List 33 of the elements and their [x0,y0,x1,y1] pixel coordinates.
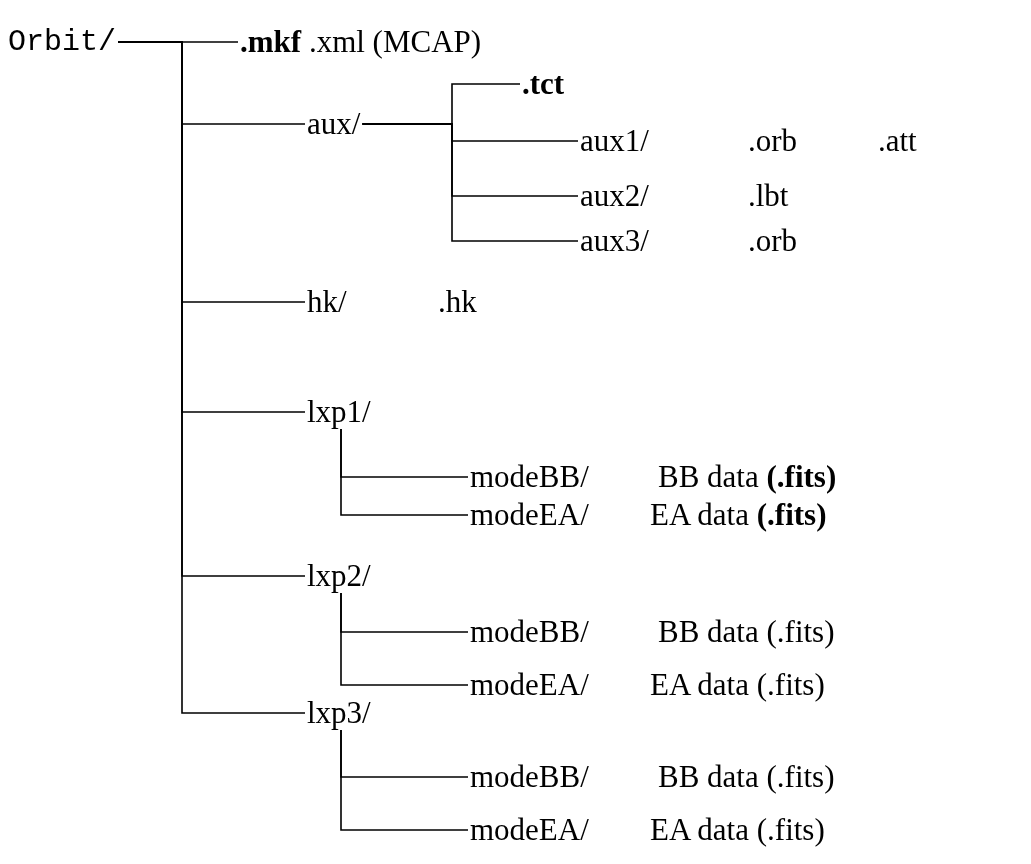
folder-name: modeEA/ [468,812,591,848]
file-type-label: BB data (.fits) [658,759,835,795]
folder-name: modeBB/ [468,759,591,795]
tree-connector-line [340,729,469,831]
folder-name: aux2/ [578,178,651,214]
file-type-label: .lbt [748,178,789,214]
file-type-label: EA data (.fits) [650,497,827,533]
tree-connector-line [340,592,469,686]
folder-name: hk/ [305,284,349,320]
folder-name: modeBB/ [468,459,591,495]
file-type-label: EA data (.fits) [650,667,825,703]
tree-connector-line [340,428,469,516]
file-type-label: .att [878,123,917,159]
tree-connector-line [361,123,579,242]
file-type-label: EA data (.fits) [650,812,825,848]
folder-name: modeBB/ [468,614,591,650]
tree-entry: lxp3/ [305,695,373,731]
folder-name: modeEA/ [468,667,591,703]
tree-entry: .tct [520,66,567,102]
file-type-label: BB data (.fits) [658,459,837,495]
folder-name: aux1/ [578,123,651,159]
file-type-label: .orb [748,123,798,159]
root-folder-name: Orbit/ [6,25,119,59]
file-type-label: .hk [438,284,477,320]
file-type-label: BB data (.fits) [658,614,835,650]
file-type-label: .orb [748,223,798,259]
tree-entry: lxp1/ [305,394,373,430]
folder-name: aux3/ [578,223,651,259]
folder-name: modeEA/ [468,497,591,533]
tree-entry: aux/ [305,106,363,142]
tree-entry: .mkf .xml (MCAP) [238,24,484,60]
tree-entry: lxp2/ [305,558,373,594]
tree-connector-line [117,41,306,714]
